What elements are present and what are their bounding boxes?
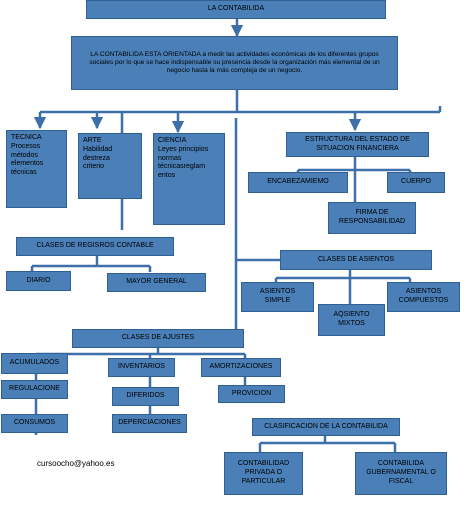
depreciaciones-box: DEPERCIACIONES [112, 414, 187, 433]
arte-box: ARTE Habilidad destreza criterio [78, 133, 142, 199]
title-box: LA CONTABILIDA [86, 0, 386, 19]
clasificacion-box: CLASIFICACION DE LA CONTABILIDA [252, 418, 400, 436]
mayor-general-box: MAYOR GENERAL [107, 273, 206, 292]
encabezamiento-box: ENCABEZAMIEMO [248, 172, 348, 193]
asientos-simple-box: ASIENTOS SIMPLE [241, 282, 314, 312]
acumulados-box: ACUMULADOS [1, 353, 68, 374]
provicion-box: PROVICION [218, 385, 285, 403]
asiento-mixtos-box: AQSIENTO MIXTOS [318, 304, 385, 336]
inventarios-box: INVENTARIOS [108, 358, 175, 377]
regulacione-box: REGULACIONE [1, 380, 68, 399]
contabilidad-privada-box: CONTABILIDAD PRIVADA O PARTICULAR [224, 452, 303, 495]
clases-asientos-box: CLASES DE ASIENTOS [280, 250, 432, 270]
amortizaciones-box: AMORTIZACIONES [201, 358, 281, 377]
consumos-box: CONSUMOS [1, 414, 68, 433]
email-text: cursoocho@yahoo.es [37, 459, 115, 468]
estructura-box: ESTRUCTURA DEL ESTADO DE SITUACION FINAN… [286, 132, 429, 157]
ciencia-box: CIENCIA Leyes principios normas técnicas… [153, 133, 225, 225]
clases-ajustes-box: CLASES DE AJUSTES [72, 329, 244, 348]
contabilidad-gubernamental-box: CONTABILIDA GUBERNAMENTAL O FISCAL [355, 452, 447, 495]
asientos-compuestos-box: ASIENTOS COMPUESTOS [387, 282, 460, 312]
firma-box: FIRMA DE RESPONSABILIDAD [328, 202, 416, 234]
tecnica-box: TECNICA Procesos métodos elementos técni… [6, 130, 67, 208]
diario-box: DIARIO [6, 271, 71, 291]
intro-box: LA CONTABILIDA ESTA ORIENTADA a medir la… [71, 36, 398, 90]
cuerpo-box: CUERPO [387, 172, 445, 193]
diferidos-box: DIFERIDOS [112, 387, 179, 406]
clases-registros-box: CLASES DE REGISROS CONTABLE [16, 237, 174, 256]
